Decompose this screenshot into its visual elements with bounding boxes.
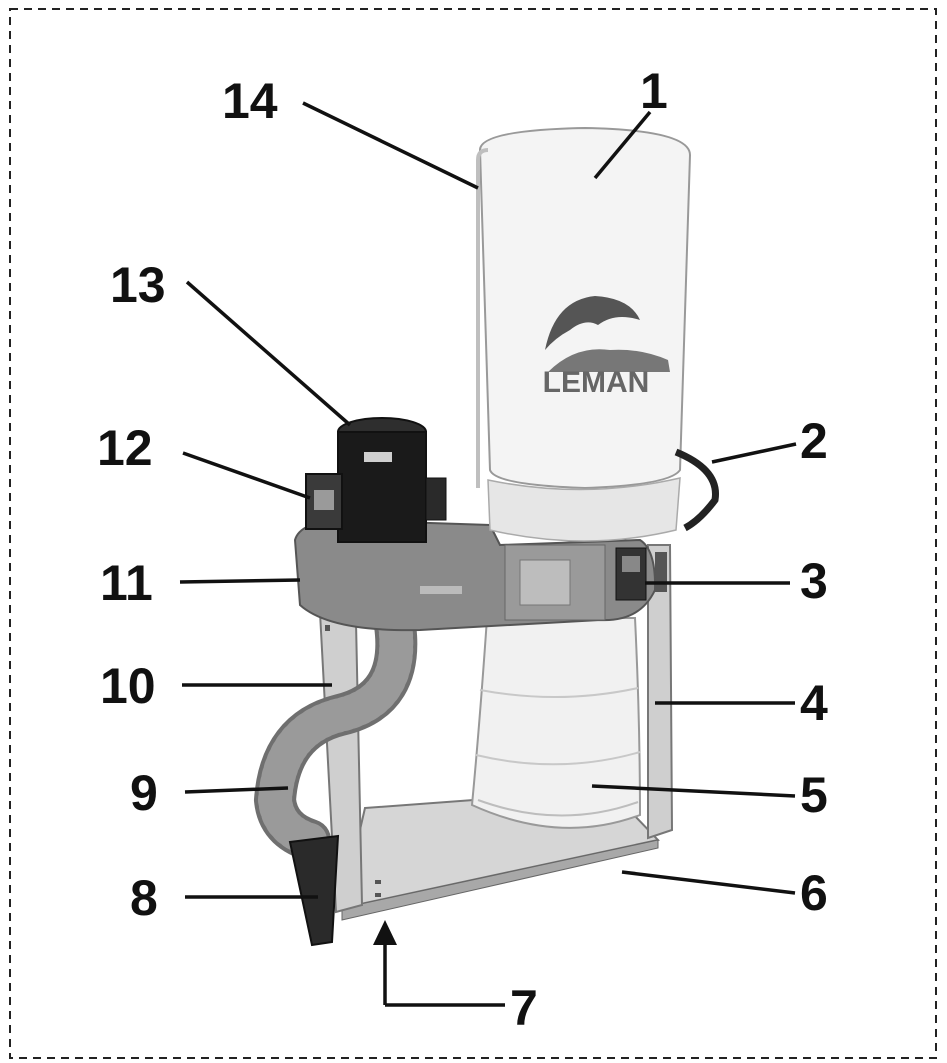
warning-label (519, 559, 571, 606)
dashed-border (9, 8, 937, 1059)
callout-13: 13 (110, 257, 166, 313)
callout-12: 12 (97, 420, 153, 476)
cable-hook (674, 448, 719, 532)
callout-5: 5 (800, 767, 828, 823)
bag-support-rod (476, 148, 489, 488)
inlet-nozzle (288, 834, 340, 947)
leader-line-12 (182, 451, 311, 500)
callout-4: 4 (800, 675, 828, 731)
motor-body (337, 431, 427, 543)
leader-line-11 (179, 578, 301, 584)
bag-logo-mark (548, 349, 670, 372)
lower-collection-bag (470, 617, 642, 829)
switch-button (622, 556, 640, 572)
leader-line-1 (593, 110, 652, 180)
callout-labels: 1 2 3 4 5 6 7 8 9 10 11 12 13 14 (97, 63, 828, 1036)
base-hole (375, 880, 381, 884)
bag-logo-text: LEMAN (543, 366, 650, 399)
leader-line-2 (711, 442, 797, 464)
bag-fold (477, 799, 639, 817)
bag-fold (479, 687, 639, 699)
callout-10: 10 (100, 658, 156, 714)
leader-line-6 (621, 870, 796, 895)
motor-label (364, 452, 392, 462)
leader-line-13 (185, 280, 352, 427)
callout-8: 8 (130, 870, 158, 926)
callout-6: 6 (800, 865, 828, 921)
housing-label (420, 586, 462, 594)
machine-illustration: LEMAN (253, 126, 719, 947)
leader-line-9 (184, 786, 289, 794)
hose-ribs (257, 608, 414, 857)
callout-2: 2 (800, 413, 828, 469)
leader-lines (179, 101, 797, 1007)
base-hole (375, 893, 381, 897)
leader-line-5 (591, 784, 796, 798)
callout-11: 11 (100, 555, 153, 611)
callout-3: 3 (800, 553, 828, 609)
callout-7: 7 (510, 980, 538, 1036)
callout-1: 1 (640, 63, 668, 119)
leader-line-14 (302, 101, 479, 190)
upright-bracket (655, 552, 667, 592)
switch-panel (615, 547, 647, 601)
motor-terminal-box (425, 477, 447, 521)
base-plate-edge (341, 839, 659, 921)
callout-9: 9 (130, 765, 158, 821)
upper-bag-clamp (487, 477, 681, 542)
power-switch-button (314, 490, 334, 510)
bag-logo-mark (545, 296, 640, 350)
callout-14: 14 (222, 73, 278, 129)
leader-arrow-7 (373, 920, 397, 945)
upright-hole (325, 625, 330, 631)
bag-fold (475, 751, 641, 766)
right-upright (647, 544, 674, 840)
